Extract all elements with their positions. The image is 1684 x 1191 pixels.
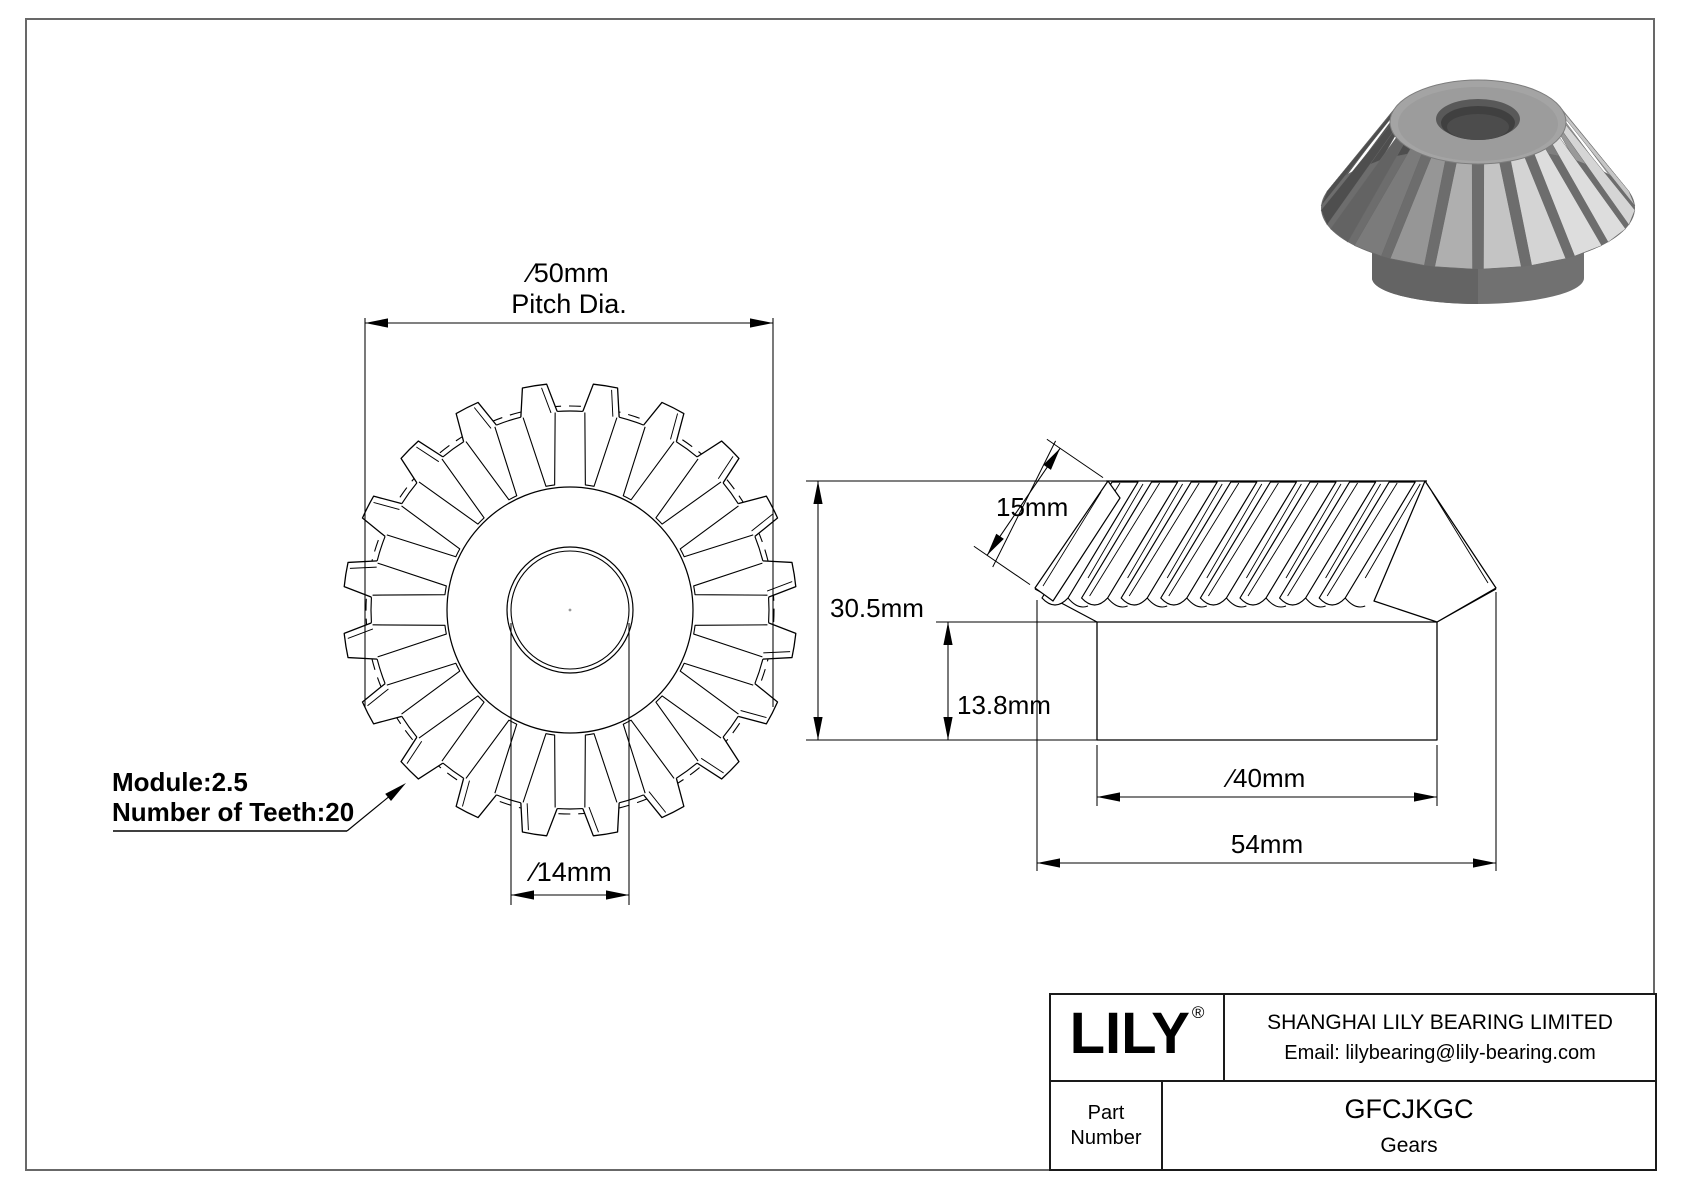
outer-diameter-dim-lines <box>1036 592 1497 871</box>
part-number-label-cell: Part Number <box>1051 1082 1163 1169</box>
hub-diameter-dim-lines <box>1096 745 1438 806</box>
registered-trademark-icon: ® <box>1191 1003 1205 1022</box>
gear-side-view <box>1034 480 1497 741</box>
part-number-label: Part Number <box>1070 1101 1142 1149</box>
overall-height-dim-lines <box>806 480 1110 741</box>
hub-diameter-dimension: ∕40mm <box>1228 763 1306 793</box>
company-name: SHANGHAI LILY BEARING LIMITED <box>1267 1010 1613 1034</box>
page-border <box>25 18 1655 1171</box>
module-note: Module:2.5 <box>112 767 248 797</box>
bore-diameter-dim-lines <box>510 623 630 905</box>
gear-front-view <box>343 383 797 837</box>
pitch-diameter-dim-lines <box>364 318 774 707</box>
gear-3d-render <box>1320 79 1636 304</box>
part-number-cell: GFCJKGC Gears <box>1163 1082 1655 1169</box>
title-block-row-company: LILY ® SHANGHAI LILY BEARING LIMITED Ema… <box>1051 995 1655 1082</box>
lily-logo: LILY <box>1069 1001 1190 1066</box>
company-email: Email: lilybearing@lily-bearing.com <box>1284 1041 1596 1064</box>
pitch-diameter-label: Pitch Dia. <box>511 289 627 319</box>
teeth-note-leader <box>113 783 406 832</box>
logo-cell: LILY ® <box>1051 995 1225 1080</box>
overall-height-dimension: 30.5mm <box>830 593 924 623</box>
title-block: LILY ® SHANGHAI LILY BEARING LIMITED Ema… <box>1049 993 1657 1171</box>
face-width-dimension: 15mm <box>996 492 1069 522</box>
face-width-dim-lines <box>973 438 1104 586</box>
part-category: Gears <box>1380 1133 1438 1157</box>
pitch-diameter-value: ∕50mm <box>529 258 609 288</box>
teeth-count-note: Number of Teeth:20 <box>112 797 355 827</box>
title-block-row-part: Part Number GFCJKGC Gears <box>1051 1082 1655 1169</box>
hub-height-dimension: 13.8mm <box>957 690 1051 720</box>
hub-height-dim-lines <box>936 621 1097 740</box>
outer-diameter-dimension: 54mm <box>1230 829 1304 859</box>
company-cell: SHANGHAI LILY BEARING LIMITED Email: lil… <box>1225 995 1655 1080</box>
bore-diameter-dimension: ∕14mm <box>532 857 612 887</box>
part-number-value: GFCJKGC <box>1344 1093 1474 1124</box>
